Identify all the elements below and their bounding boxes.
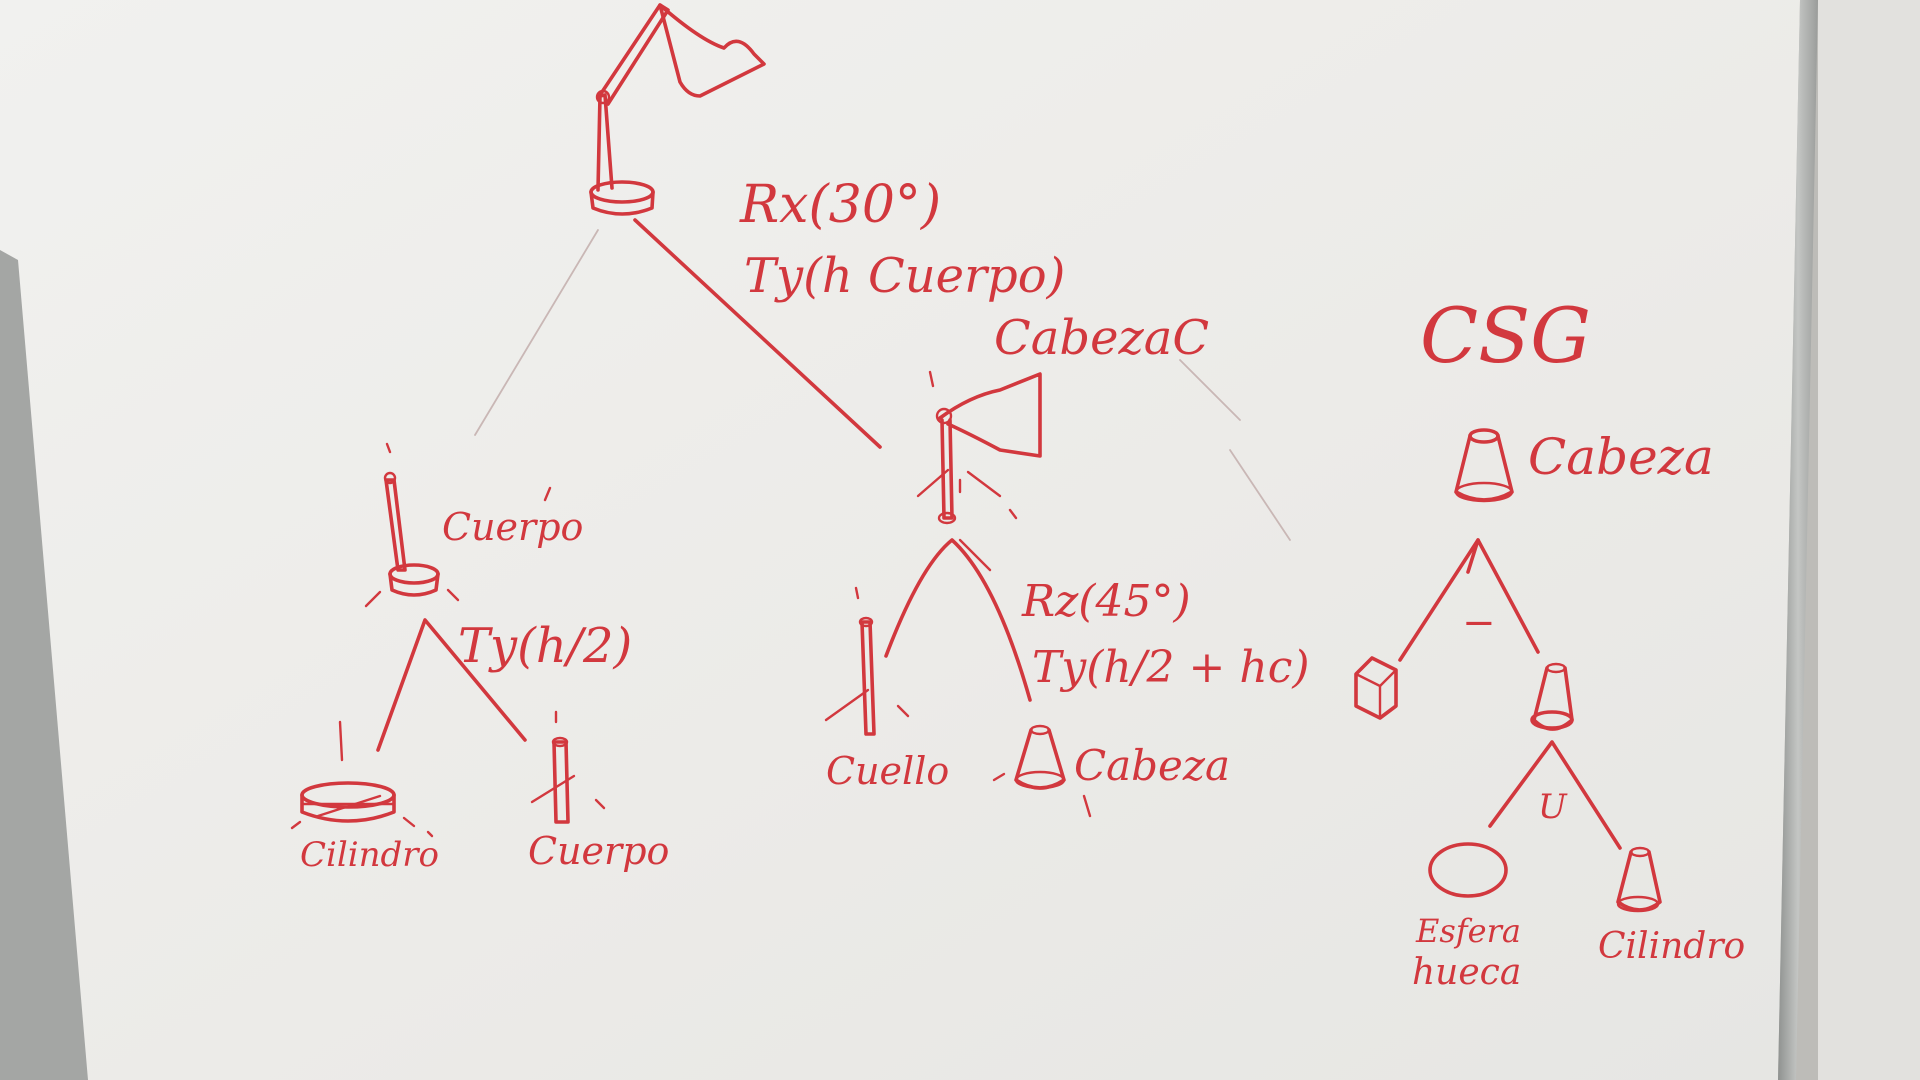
csg-cabeza-icon [1454, 428, 1514, 503]
edge-root-to-cabezac [633, 218, 882, 449]
cuello-icon [824, 586, 910, 736]
board-frame-right [1778, 0, 1818, 1080]
csg-root-label: Cabeza [1528, 428, 1714, 486]
leaf-cuerpo-label: Cuerpo [528, 829, 669, 873]
label-rz45: Rz(45°) [1021, 576, 1191, 627]
label-ty-h2: Ty(h/2) [458, 618, 632, 674]
leaf-cabeza-label: Cabeza [1074, 741, 1230, 790]
csg-cilindro-icon [1616, 846, 1662, 913]
label-ty-h2-hc: Ty(h/2 + hc) [1032, 642, 1310, 693]
node-cabezac-label: CabezaC [994, 310, 1209, 366]
label-ty-hcuerpo: Ty(h Cuerpo) [744, 248, 1065, 304]
csg-cilindro-label: Cilindro [1598, 926, 1745, 967]
lamp-root-icon [589, 3, 766, 216]
board-frame-left [0, 250, 88, 1080]
ghost-strokes [474, 229, 1291, 541]
csg-title: CSG [1420, 291, 1591, 380]
label-rx30: Rx(30°) [739, 175, 941, 235]
leaf-cuello-label: Cuello [826, 749, 949, 793]
csg-op-difference: − [1462, 600, 1496, 646]
csg-esfera-icon [1428, 842, 1508, 898]
leaf-cilindro-label: Cilindro [300, 835, 439, 875]
cabezac-node-icon [916, 370, 1042, 525]
whiteboard-surface [0, 0, 1800, 1080]
cabeza-leaf-icon [992, 724, 1092, 818]
cuerpo-rod-icon [530, 710, 606, 824]
csg-esfera-label-1: Esfera [1415, 912, 1521, 950]
csg-op-union: U [1538, 787, 1568, 827]
cilindro-base-icon [290, 720, 434, 838]
node-cuerpo-label: Cuerpo [442, 505, 583, 549]
wall-right [1818, 0, 1920, 1080]
csg-esfera-label-2: hueca [1412, 952, 1521, 993]
edge-csg-union [1488, 740, 1622, 850]
edge-cabezac-children [884, 538, 1032, 702]
csg-union-result-icon [1530, 662, 1574, 731]
csg-cube-icon [1354, 656, 1398, 720]
cuerpo-node-icon [364, 442, 552, 608]
edge-cuerpo-children [376, 618, 527, 752]
